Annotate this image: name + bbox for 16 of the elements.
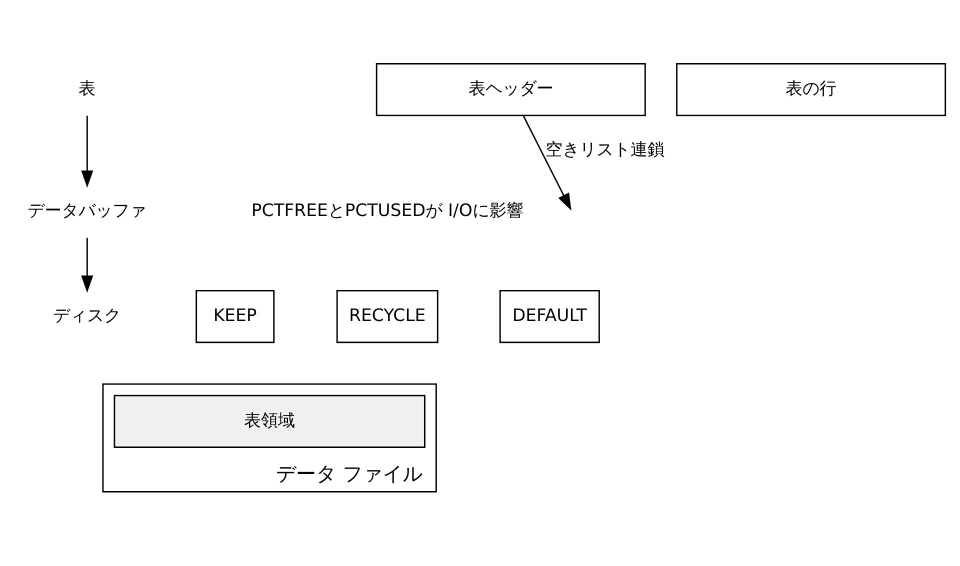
node-label: データ ファイル bbox=[276, 461, 422, 486]
node-text: 表 bbox=[78, 78, 96, 99]
label: PCTFREEとPCTUSEDが I/Oに影響 bbox=[251, 200, 524, 221]
node-text: データバッファ bbox=[28, 200, 147, 221]
cluster bbox=[102, 382, 437, 492]
arrow bbox=[522, 114, 572, 210]
arrow bbox=[81, 237, 94, 292]
node-box: DEFAULT bbox=[499, 289, 600, 343]
node-text: ディスク bbox=[53, 305, 122, 326]
node-box: 表領域 bbox=[114, 394, 426, 448]
arrow bbox=[81, 115, 94, 188]
node-box: 表の行 bbox=[676, 62, 946, 116]
node-box: 表ヘッダー bbox=[376, 62, 646, 116]
node-box: RECYCLE bbox=[336, 289, 438, 343]
edge-label: 空きリスト連鎖 bbox=[545, 140, 664, 160]
node-box: KEEP bbox=[196, 289, 275, 343]
